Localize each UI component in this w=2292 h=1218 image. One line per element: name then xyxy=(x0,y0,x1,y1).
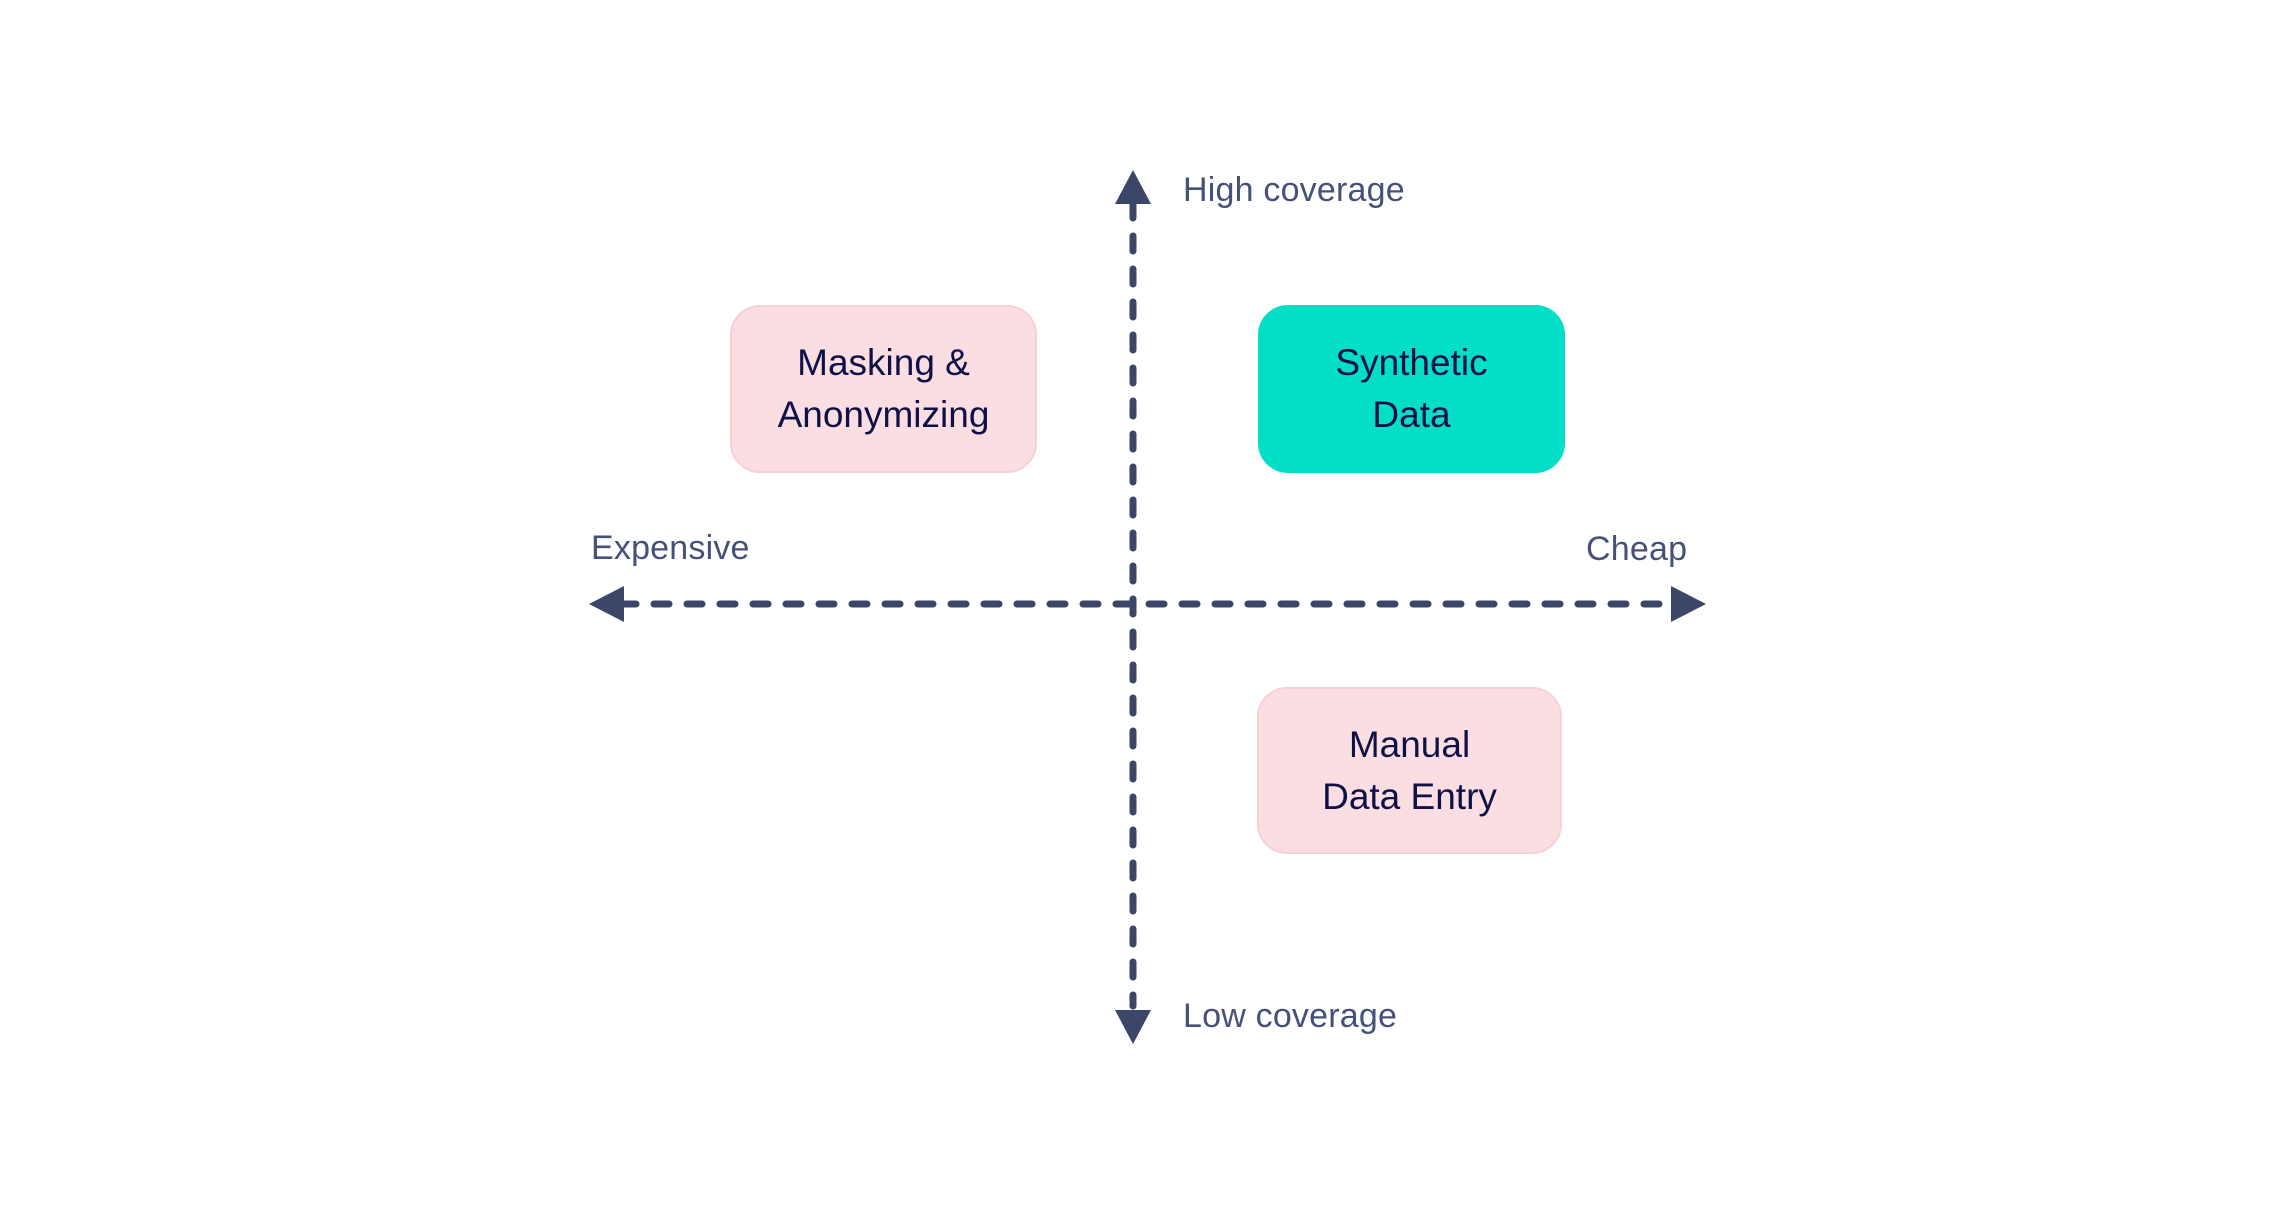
box-label-line: Data Entry xyxy=(1322,775,1497,817)
arrow-down-icon xyxy=(1115,1010,1151,1044)
box-label-line: Anonymizing xyxy=(777,394,990,435)
axis-label-cheap: Cheap xyxy=(1586,530,1688,568)
arrow-up-icon xyxy=(1115,170,1151,204)
axis-label-expensive: Expensive xyxy=(591,529,750,567)
axis-label-high-coverage: High coverage xyxy=(1183,171,1405,209)
axis-label-low-coverage: Low coverage xyxy=(1183,997,1398,1035)
box-label-line: Manual xyxy=(1348,723,1471,765)
arrow-right-icon xyxy=(1671,586,1706,622)
arrow-left-icon xyxy=(589,586,624,622)
box-masking-anonymizing: Masking & Anonymizing xyxy=(730,305,1037,473)
box-label-line: Masking & xyxy=(797,342,970,383)
box-label-line: Data xyxy=(1372,394,1451,435)
box-synthetic-data: Synthetic Data xyxy=(1258,305,1565,473)
box-label-line: Synthetic xyxy=(1335,342,1488,383)
box-manual-data-entry: Manual Data Entry xyxy=(1257,687,1562,854)
